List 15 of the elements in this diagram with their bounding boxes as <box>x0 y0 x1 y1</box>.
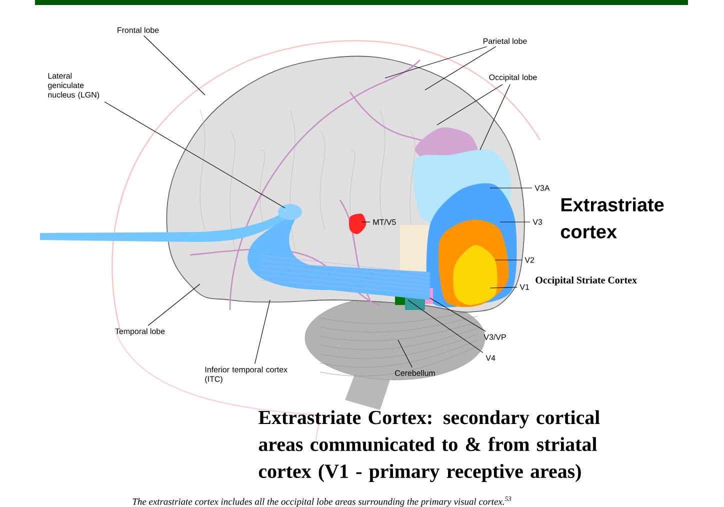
leader-line <box>398 340 412 368</box>
label-text: Extrastriate cortex <box>560 198 664 238</box>
leader-line <box>384 46 488 78</box>
leader-line <box>480 84 510 150</box>
leader-line <box>148 284 200 326</box>
leader-line <box>430 298 486 332</box>
leader-line <box>144 35 206 96</box>
leader-line <box>436 84 503 126</box>
title: Extrastriate Cortex: secondary cortical areas communicated to & from striatal cortex (V1 - primary receptive areas) <box>258 410 600 482</box>
label-text: Occipital Striate Cortex <box>536 276 637 286</box>
caption: The extrastriate cortex includes all the occipital lobe areas surrounding the primary visual cortex.$^{53}$ <box>132 496 512 507</box>
leader-line <box>254 300 270 364</box>
leader-line <box>424 46 496 90</box>
leader-line <box>104 102 286 208</box>
leader-line <box>408 300 484 353</box>
